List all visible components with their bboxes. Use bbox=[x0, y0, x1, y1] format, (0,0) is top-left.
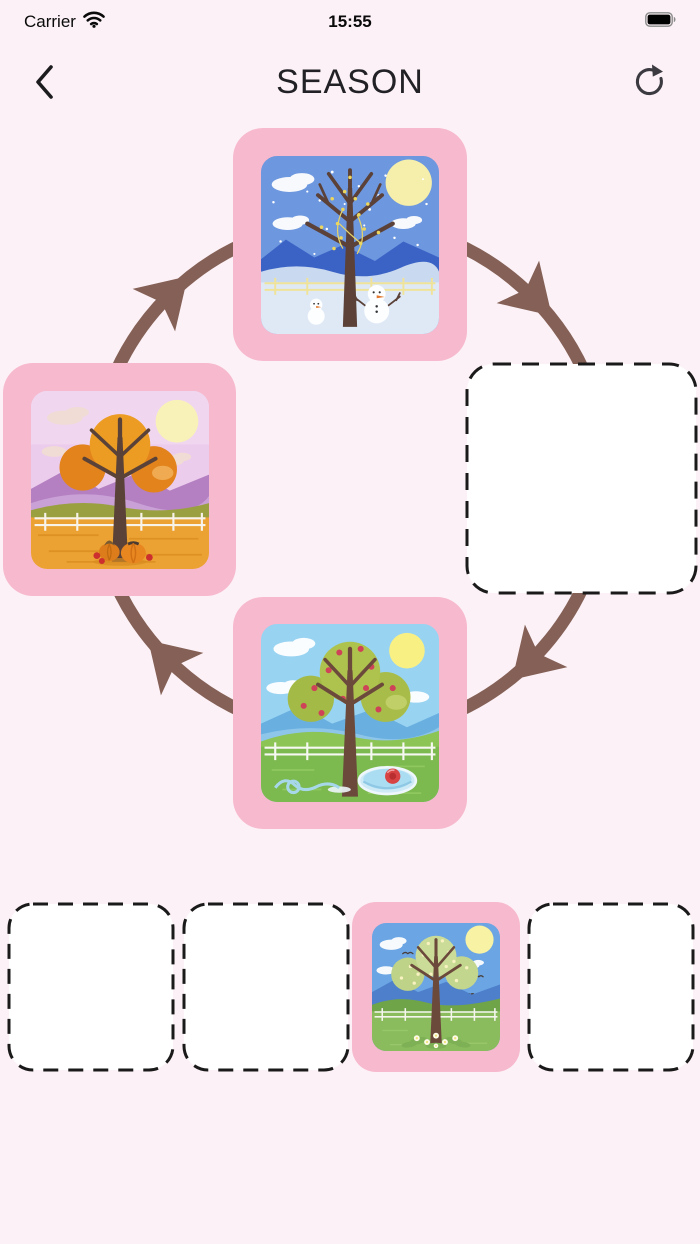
wifi-icon bbox=[83, 11, 105, 33]
season-card-winter[interactable] bbox=[233, 128, 467, 361]
arrowhead-top-to-right bbox=[496, 260, 552, 316]
refresh-button[interactable] bbox=[628, 60, 670, 104]
season-card-autumn[interactable] bbox=[3, 363, 236, 596]
tray-slot-1-empty[interactable] bbox=[7, 902, 175, 1072]
arrowhead-right-to-bottom bbox=[512, 624, 568, 680]
autumn-illustration bbox=[30, 390, 209, 569]
status-bar: Carrier 15:55 bbox=[0, 0, 700, 44]
back-button[interactable] bbox=[30, 60, 60, 104]
carrier-label: Carrier bbox=[24, 12, 76, 31]
nav-bar: SEASON bbox=[0, 48, 700, 116]
winter-illustration bbox=[261, 155, 439, 334]
chevron-left-icon bbox=[34, 65, 56, 103]
spring-illustration bbox=[372, 923, 500, 1051]
page-title: SEASON bbox=[276, 62, 424, 101]
refresh-clockwise-icon bbox=[632, 64, 666, 103]
clock: 15:55 bbox=[328, 12, 372, 31]
battery-full-icon bbox=[645, 12, 676, 32]
tray-slot-4-empty[interactable] bbox=[527, 902, 695, 1072]
season-card-summer[interactable] bbox=[233, 597, 467, 829]
tray-slot-2-empty[interactable] bbox=[182, 902, 350, 1072]
arrowhead-left-to-top bbox=[132, 276, 188, 332]
cycle-drop-slot-empty[interactable] bbox=[465, 362, 698, 595]
summer-illustration bbox=[261, 624, 439, 802]
arrowhead-bottom-to-left bbox=[148, 640, 204, 696]
season-card-spring[interactable] bbox=[352, 902, 520, 1072]
